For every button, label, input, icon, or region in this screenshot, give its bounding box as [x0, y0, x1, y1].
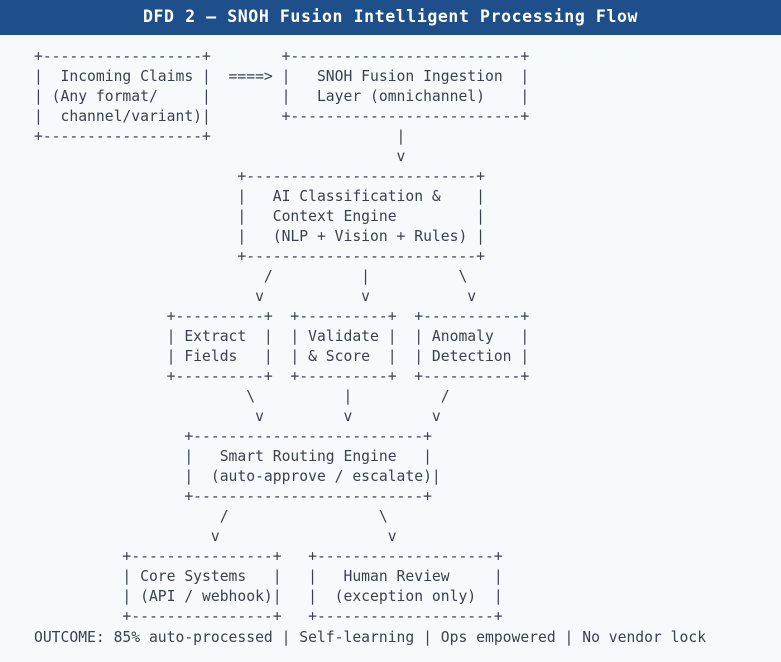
outcome-bar: OUTCOME: 85% auto-processed | Self-learn… — [0, 628, 781, 662]
outcome-summary-text: OUTCOME: 85% auto-processed | Self-learn… — [34, 629, 707, 646]
page-title: DFD 2 — SNOH Fusion Intelligent Processi… — [142, 7, 639, 27]
diagram-canvas: +------------------+ +------------------… — [0, 35, 781, 628]
ascii-flow-diagram: +------------------+ +------------------… — [34, 48, 530, 625]
title-bar: DFD 2 — SNOH Fusion Intelligent Processi… — [0, 0, 781, 35]
